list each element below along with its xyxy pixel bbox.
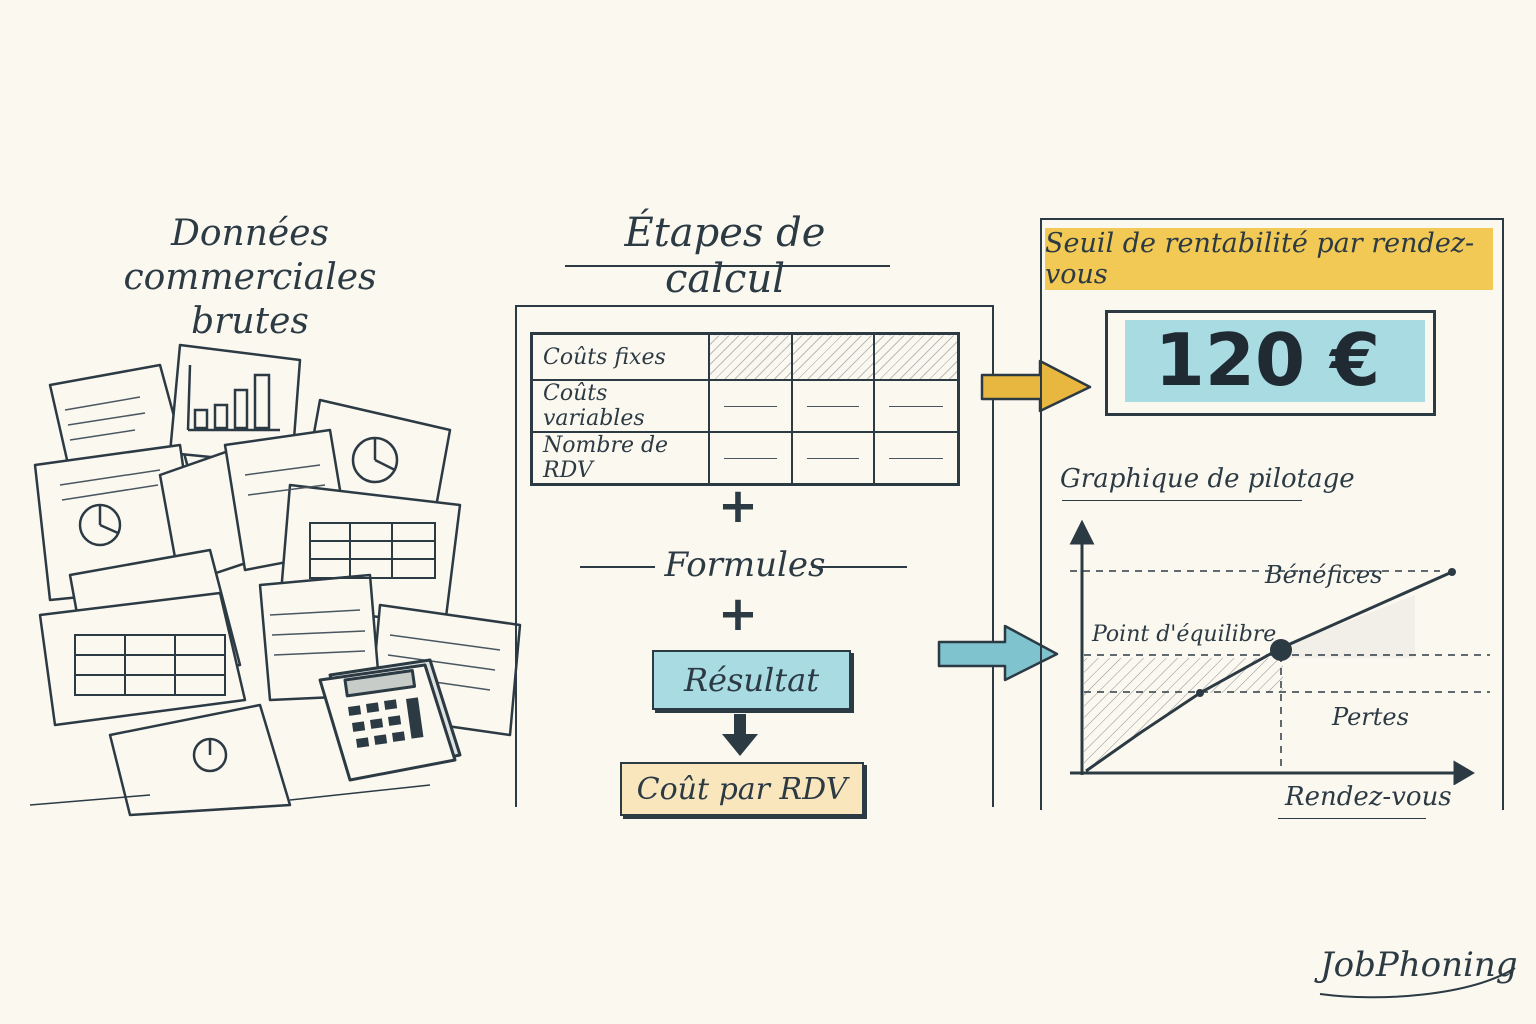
plus-icon: + [717, 586, 759, 642]
table-row: Coûts variables [530, 379, 960, 433]
break-even-point [1270, 639, 1292, 661]
loss-annotation: Pertes [1331, 703, 1409, 731]
bar [233, 388, 249, 430]
equilibrium-annotation: Point d'équilibre [1091, 622, 1276, 647]
table-cell [708, 332, 793, 381]
logo-swash-icon [1319, 967, 1516, 999]
value-highlight [1125, 320, 1425, 402]
y-axis-arrow [1069, 519, 1095, 545]
x-axis-arrow [1453, 760, 1475, 785]
raw-data-title: Données commerciales brutes [60, 212, 440, 344]
label-underline [1278, 818, 1426, 819]
cost-per-appointment-label: Coût par RDV [636, 771, 848, 807]
brand-logo: JobPhoning [1320, 945, 1518, 985]
calc-steps-title: Étapes de calcul [624, 210, 826, 302]
title-underline [1062, 500, 1302, 501]
curve-point [1448, 568, 1456, 576]
paper-pile-illustration [30, 343, 522, 817]
profit-area [1084, 595, 1415, 658]
bar [213, 403, 229, 430]
row-label-appointment-count: Nombre de RDV [530, 431, 710, 486]
profit-annotation: Bénéfices [1264, 561, 1382, 589]
x-axis-label: Rendez-vous [1285, 782, 1452, 812]
calc-steps-frame [515, 305, 994, 807]
break-even-frame [1040, 218, 1504, 810]
data-table-sheet [38, 591, 247, 727]
arrow-down-icon [722, 714, 758, 756]
table-cell [790, 379, 876, 433]
cost-per-appointment-box: Coût par RDV [620, 762, 864, 816]
row-label-variable-costs: Coûts variables [530, 379, 710, 433]
raw-data-title-line2: brutes [191, 301, 309, 342]
table-cell [790, 431, 876, 486]
break-even-value: 120 € [1154, 318, 1381, 402]
table-row: Nombre de RDV [530, 431, 960, 486]
divider-line [580, 566, 655, 568]
table-row: Coûts fixes [530, 332, 960, 381]
formulas-label: Formules [664, 545, 826, 585]
table-cell [873, 332, 960, 381]
bar [253, 373, 271, 430]
plus-icon: + [717, 478, 759, 534]
title-underline [565, 265, 890, 267]
break-even-title: Seuil de rentabilité par rendez-vous [1045, 228, 1493, 290]
result-box: Résultat [652, 650, 851, 710]
loss-area [1084, 658, 1283, 773]
table-cell [790, 332, 876, 381]
divider-line [812, 566, 907, 568]
paper-sheet [108, 703, 292, 817]
curve-point [1196, 689, 1204, 697]
raw-data-title-line1: Données commerciales [123, 213, 377, 298]
graph-title: Graphique de pilotage [1060, 464, 1355, 494]
result-label: Résultat [683, 661, 820, 699]
cost-input-table: Coûts fixes Coûts variables Nombre de RD… [530, 332, 960, 486]
arrow-right-icon [937, 624, 1059, 682]
table-cell [708, 379, 793, 433]
calculator-icon [318, 658, 462, 782]
table-cell [873, 431, 960, 486]
break-even-chart: Bénéfices Point d'équilibre Pertes [1069, 519, 1490, 785]
row-label-fixed-costs: Coûts fixes [530, 332, 710, 381]
bar [193, 408, 209, 430]
table-cell [873, 379, 960, 433]
table-cell [708, 431, 793, 486]
